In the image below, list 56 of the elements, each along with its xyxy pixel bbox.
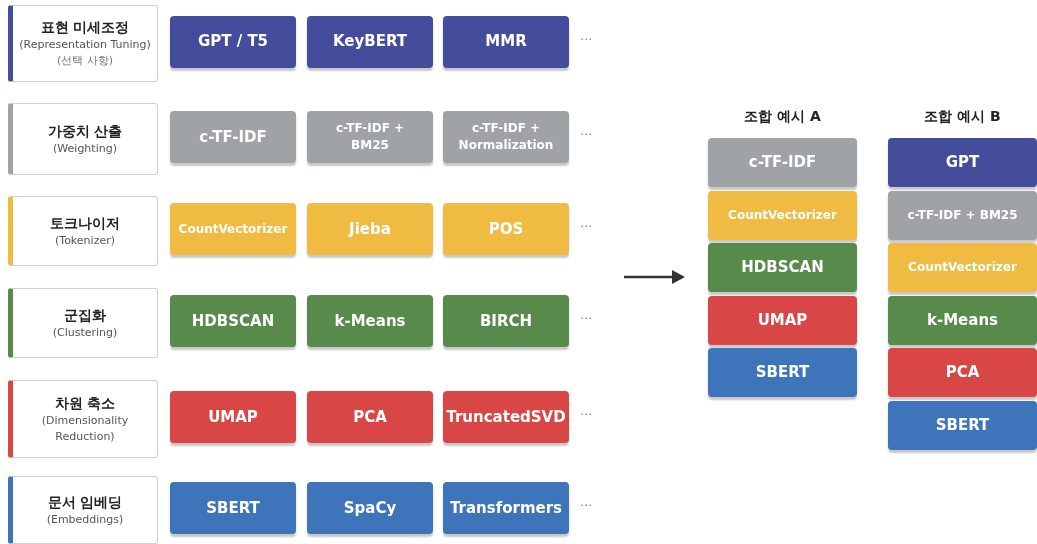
stack-block: c-TF-IDF	[708, 138, 857, 187]
category-title: 차원 축소	[54, 393, 116, 413]
option-box: BIRCH	[443, 295, 569, 347]
category-subtitle: (Tokenizer)	[55, 232, 115, 249]
column-heading: 조합 예시 B	[923, 107, 1002, 126]
option-box: MMR	[443, 15, 569, 68]
category-subtitle: (Dimensionality Reduction)	[40, 412, 130, 445]
stack-block: PCA	[888, 348, 1037, 397]
category-subtitle: (Embeddings)	[46, 511, 124, 528]
category-subtitle: (Representation Tuning)	[19, 37, 151, 53]
ellipsis-mark: ···	[580, 407, 593, 423]
category-subtitle: (Weighting)	[53, 140, 117, 157]
ellipsis-mark: ···	[580, 127, 593, 143]
category-title: 문서 임베딩	[47, 492, 123, 512]
category-box	[8, 380, 158, 458]
category-box	[8, 476, 158, 544]
option-box: CountVectorizer	[170, 203, 296, 255]
category-note: (선택 사항)	[56, 53, 114, 69]
ellipsis-mark: ···	[580, 31, 593, 48]
option-box: k-Means	[307, 295, 433, 347]
option-box: PCA	[307, 391, 433, 443]
category-title: 가중치 산출	[47, 121, 123, 141]
column-heading: 조합 예시 A	[743, 107, 822, 126]
option-box: TruncatedSVD	[443, 391, 569, 443]
option-box: POS	[443, 203, 569, 255]
category-box	[8, 288, 158, 358]
option-box: UMAP	[170, 391, 296, 443]
ellipsis-mark: ···	[580, 219, 593, 235]
stack-block: CountVectorizer	[708, 190, 857, 240]
category-box	[8, 103, 158, 175]
ellipsis-mark: ···	[580, 498, 593, 514]
option-box: c-TF-IDF + Normalization	[443, 111, 569, 163]
option-box: Transformers	[443, 482, 569, 534]
option-box: SBERT	[170, 482, 296, 534]
category-box	[8, 196, 158, 266]
stack-block: GPT	[888, 138, 1037, 187]
stack-block: SBERT	[888, 400, 1037, 450]
category-box	[8, 5, 158, 82]
option-box: Jieba	[307, 203, 433, 255]
stack-block: k-Means	[888, 295, 1037, 345]
category-title: 군집화	[64, 305, 106, 325]
category-subtitle: (Clustering)	[52, 324, 118, 341]
option-box: KeyBERT	[307, 15, 433, 68]
stack-block: CountVectorizer	[888, 243, 1037, 292]
ellipsis-mark: ···	[580, 311, 593, 327]
option-box: c-TF-IDF	[170, 111, 296, 163]
category-title: 토크나이저	[50, 213, 120, 233]
option-box: c-TF-IDF + BM25	[307, 111, 433, 163]
option-box: GPT / T5	[170, 15, 296, 68]
category-title: 표현 미세조정	[40, 18, 130, 37]
stack-block: SBERT	[708, 348, 857, 397]
stack-block: HDBSCAN	[708, 243, 857, 292]
stack-block: UMAP	[708, 295, 857, 345]
option-box: HDBSCAN	[170, 295, 296, 347]
option-box: SpaCy	[307, 482, 433, 534]
stack-block: c-TF-IDF + BM25	[888, 190, 1037, 240]
